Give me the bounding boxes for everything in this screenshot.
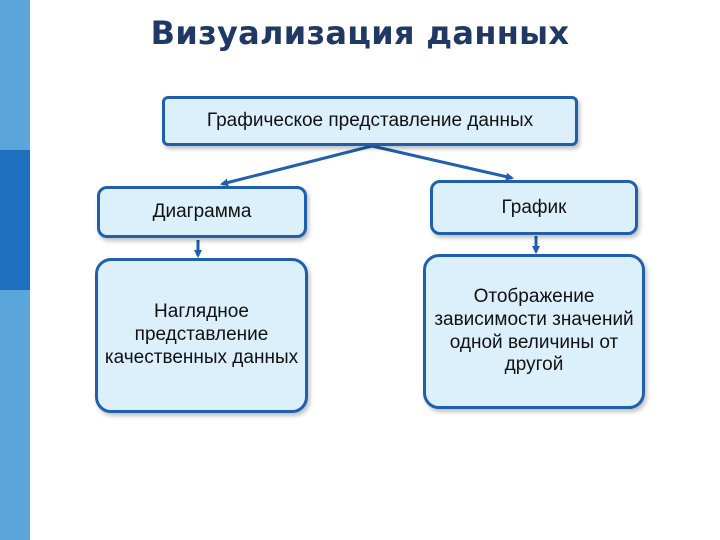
- sidebar-accent: [0, 150, 30, 290]
- node-diagram: Диаграмма: [97, 186, 307, 238]
- node-label: Наглядное представление качественных дан…: [104, 301, 299, 368]
- node-label: Диаграмма: [152, 201, 252, 222]
- arrow-root-to-graph: [371, 144, 514, 181]
- node-graph: График: [430, 180, 638, 235]
- page-title: Визуализация данных: [150, 14, 570, 52]
- node-label: Графическое представление данных: [206, 110, 534, 131]
- node-diagram-description: Наглядное представление качественных дан…: [95, 258, 308, 413]
- arrow-root-to-diagram: [220, 144, 373, 187]
- node-graph-description: Отображение зависимости значений одной в…: [423, 254, 645, 409]
- node-label: График: [501, 196, 567, 218]
- node-label: Отображение зависимости значений одной в…: [434, 285, 634, 376]
- node-graphical-representation: Графическое представление данных: [162, 96, 578, 146]
